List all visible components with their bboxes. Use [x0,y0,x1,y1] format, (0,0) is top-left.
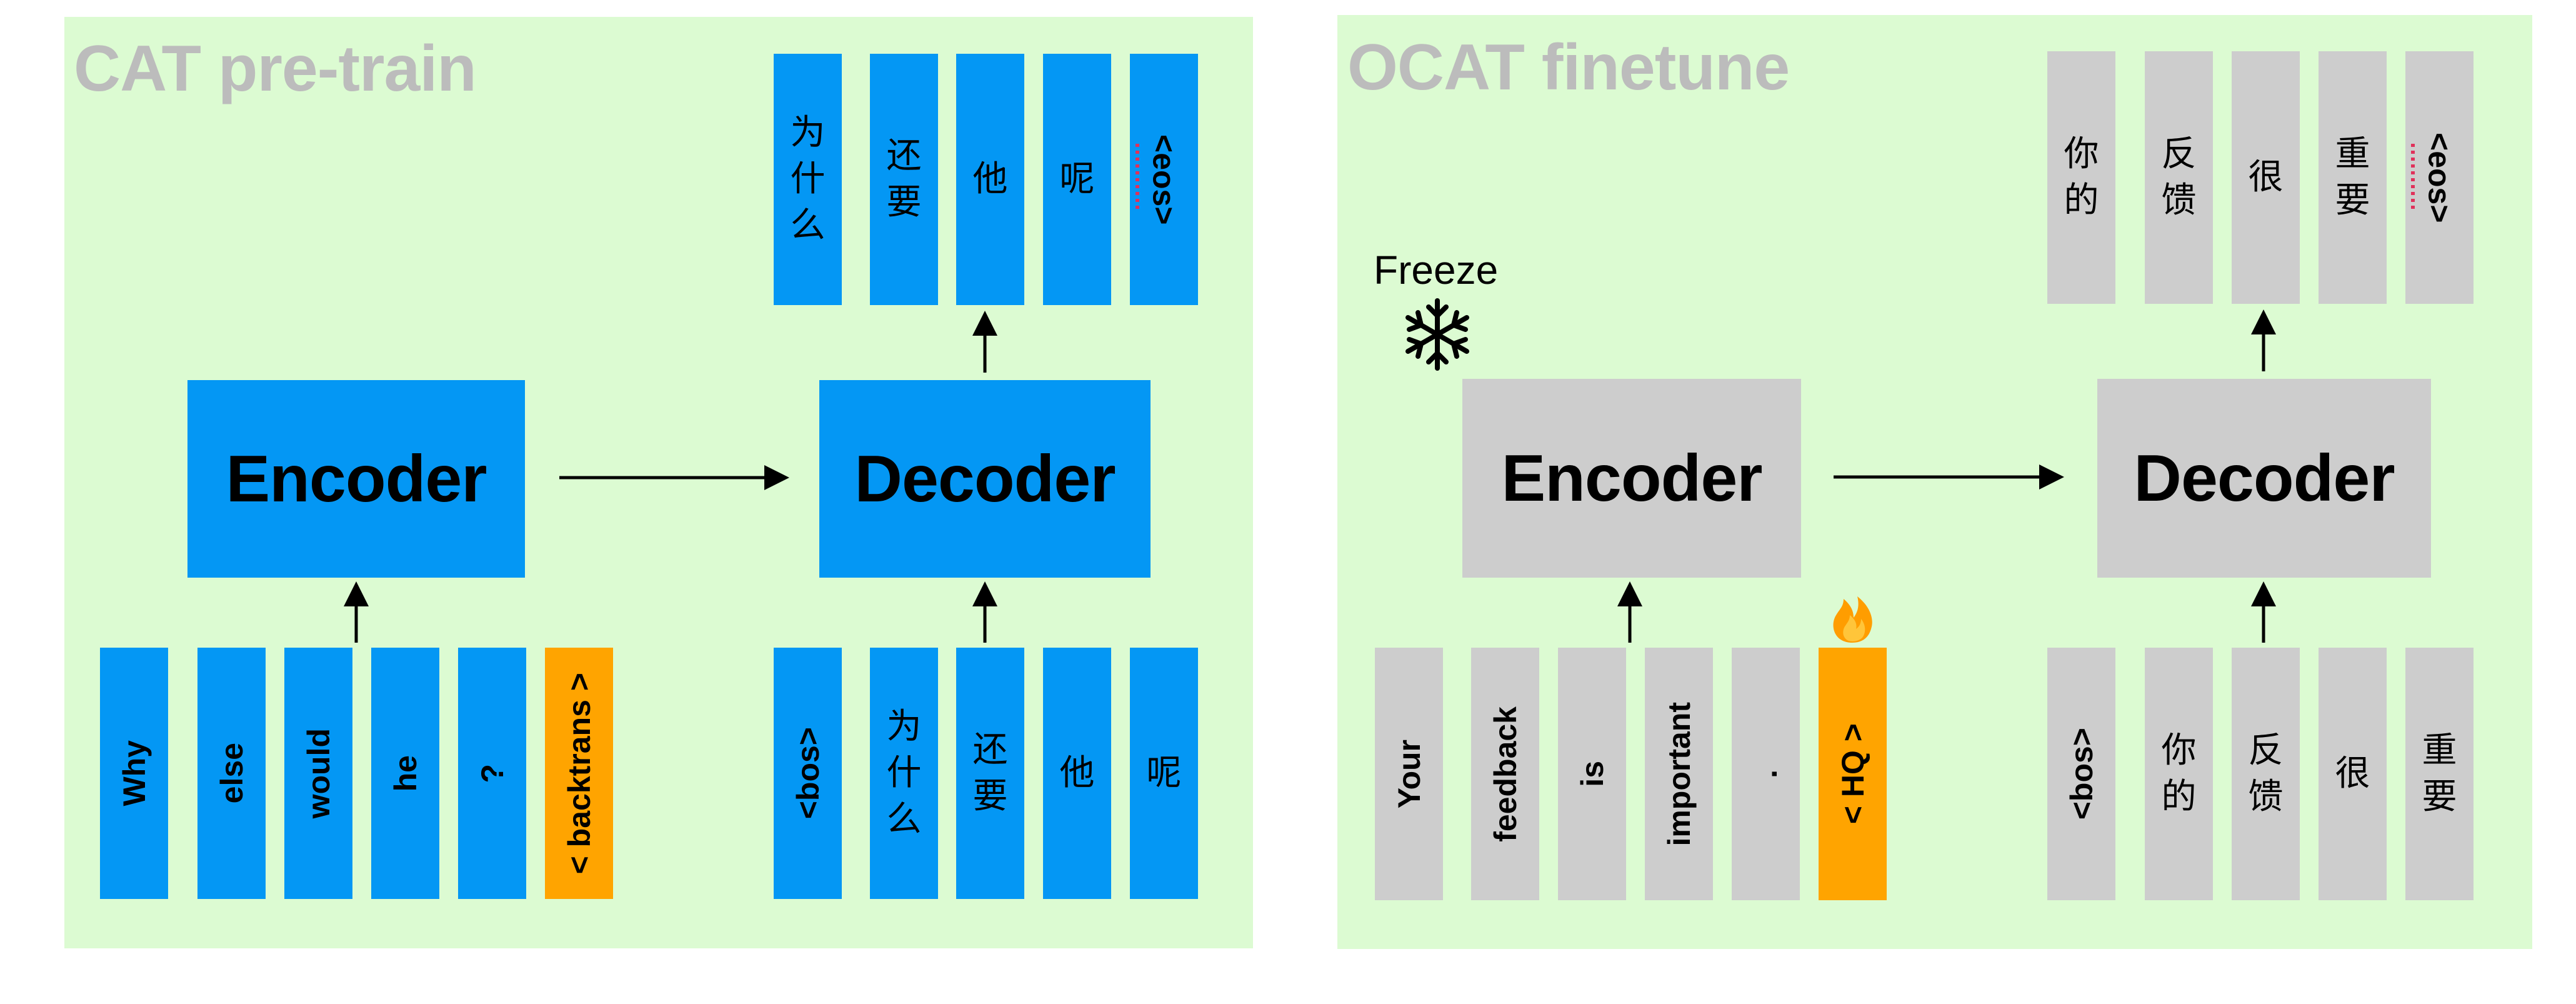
encoder-box: Encoder [187,380,525,578]
snowflake-icon [1405,298,1469,371]
decoder-input-token: 呢 [1130,648,1198,899]
decoder-input-token: 你的 [2145,648,2213,900]
encoder-input-token: he [371,648,439,899]
panel-title-ocat-finetune: OCAT finetune [1347,31,1790,104]
encoder-input-token: Why [100,648,168,899]
decoder-output-token: 他 [956,54,1024,305]
decoder-input-token: 他 [1043,648,1111,899]
decoder-output-token: 重要 [2319,51,2387,304]
decoder-output-token: 很 [2232,51,2300,304]
decoder-output-token: 为什么 [774,54,842,305]
decoder-output-token: 呢 [1043,54,1111,305]
decoder-input-token: 反馈 [2232,648,2300,900]
decoder-output-token-eos: <eos> [1130,54,1198,305]
encoder-input-token: Your [1375,648,1443,900]
encoder-input-token: . [1732,648,1800,900]
decoder-output-token: 还要 [870,54,938,305]
decoder-input-token: 重要 [2405,648,2474,900]
decoder-input-token: <bos> [774,648,842,899]
decoder-box: Decoder [2097,379,2431,578]
decoder-output-token-eos: <eos> [2405,51,2474,304]
encoder-input-token: important [1645,648,1713,900]
decoder-output-token: 反馈 [2145,51,2213,304]
encoder-input-token: feedback [1471,648,1539,900]
encoder-input-token: would [284,648,352,899]
encoder-input-token: ? [458,648,526,899]
control-token-backtrans: < backtrans > [545,648,613,899]
decoder-output-token: 你的 [2047,51,2115,304]
fire-icon [1833,596,1872,643]
freeze-label: Freeze [1374,248,1499,293]
panel-title-cat-pretrain: CAT pre-train [74,33,477,105]
decoder-input-token: <bos> [2047,648,2115,900]
decoder-box: Decoder [819,380,1151,578]
decoder-input-token: 很 [2319,648,2387,900]
encoder-input-token: is [1558,648,1626,900]
decoder-input-token: 还要 [956,648,1024,899]
decoder-input-token: 为什么 [870,648,938,899]
encoder-input-token: else [197,648,266,899]
encoder-box-frozen: Encoder [1462,379,1801,578]
control-token-hq: < HQ > [1819,648,1887,900]
